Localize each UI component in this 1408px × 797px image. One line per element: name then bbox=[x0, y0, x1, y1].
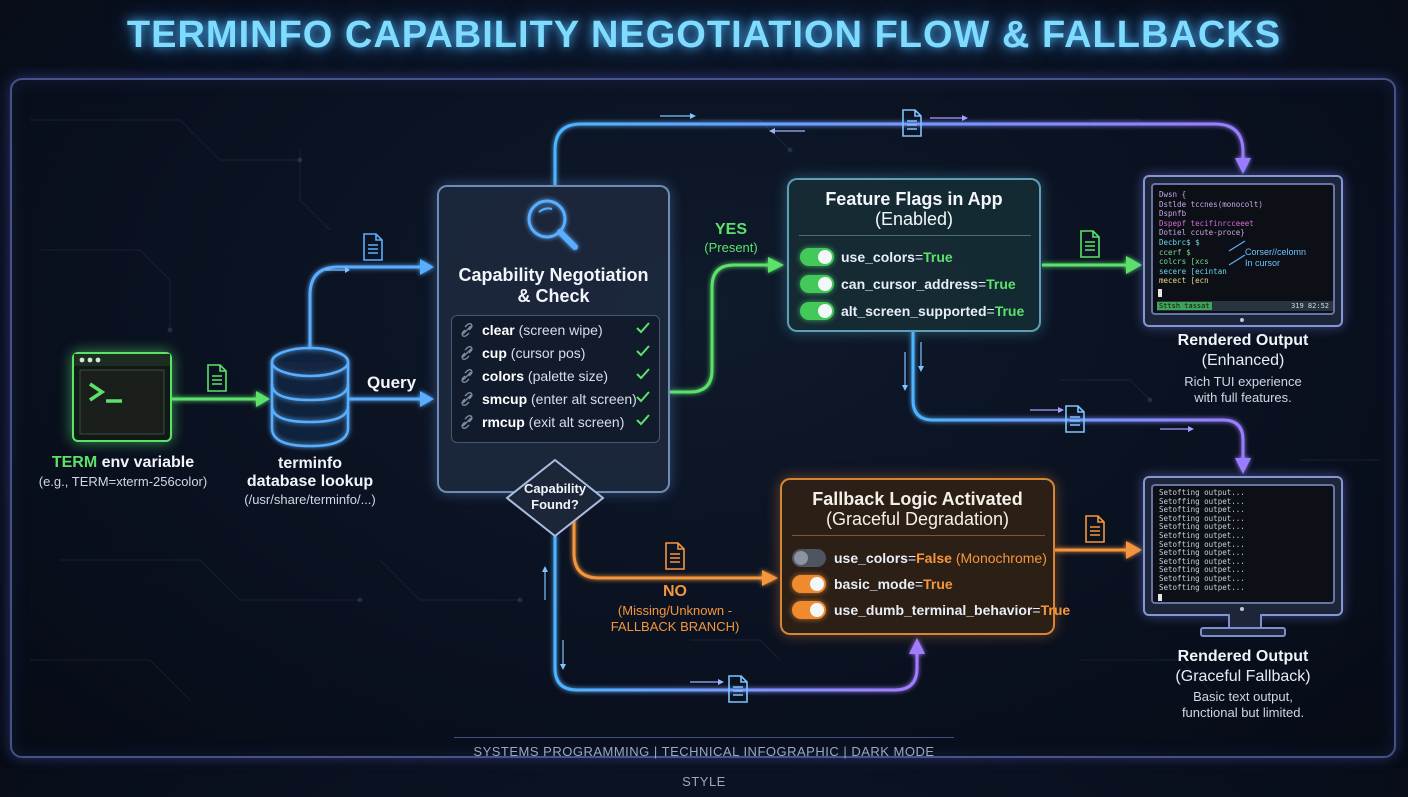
check-icon bbox=[635, 412, 651, 431]
enhanced-monitor: Dwsn { Dstlde tccnes(monocolt) Dspnfb Ds… bbox=[1143, 175, 1343, 327]
link-icon bbox=[460, 415, 474, 432]
toggle-switch[interactable] bbox=[800, 275, 834, 293]
flag-row: use_colors=False (Monochrome) bbox=[834, 550, 1047, 566]
magnifier-icon bbox=[527, 199, 578, 250]
footer-text: SYSTEMS PROGRAMMING | TECHNICAL INFOGRAP… bbox=[473, 744, 935, 789]
decision-diamond: Capability Found? bbox=[505, 458, 605, 538]
toggle-switch[interactable] bbox=[792, 601, 826, 619]
check-icon bbox=[635, 389, 651, 408]
decision-line1: Capability bbox=[523, 481, 587, 496]
enhanced-screen-text: Dwsn { Dstlde tccnes(monocolt) Dspnfb Ds… bbox=[1159, 190, 1263, 286]
query-label: Query bbox=[367, 373, 417, 392]
fallback-output-title: Rendered Output bbox=[1177, 648, 1309, 665]
document-icons bbox=[207, 109, 1105, 703]
flag-row: basic_mode=True bbox=[834, 576, 953, 592]
capability-list: clear (screen wipe) cup (cursor pos) col… bbox=[451, 315, 660, 443]
diagram-frame bbox=[10, 78, 1396, 758]
fallback-title: Fallback Logic Activated (Graceful Degra… bbox=[812, 489, 1023, 529]
link-icon bbox=[460, 346, 474, 363]
term-label: TERM env variable bbox=[51, 454, 195, 471]
no-sublabel-2: FALLBACK BRANCH) bbox=[610, 619, 740, 634]
check-icon bbox=[635, 343, 651, 362]
feature-flags-title: Feature Flags in App (Enabled) bbox=[825, 189, 1003, 229]
toggle-switch[interactable] bbox=[800, 302, 834, 320]
fallback-screen: Setofting output... Setoffing outpet... … bbox=[1151, 484, 1335, 604]
check-icon bbox=[635, 366, 651, 385]
toggle-switch[interactable] bbox=[792, 575, 826, 593]
enhanced-desc-1: Rich TUI experience bbox=[1184, 374, 1302, 389]
no-sublabel-1: (Missing/Unknown - bbox=[617, 603, 733, 618]
terminal-icon bbox=[72, 352, 172, 442]
decision-line2: Found? bbox=[531, 497, 579, 512]
enhanced-title: Rendered Output bbox=[1177, 332, 1309, 349]
flag-row: use_colors=True bbox=[841, 249, 953, 265]
enhanced-subtitle: (Enhanced) bbox=[1201, 352, 1285, 369]
enhanced-desc-2: with full features. bbox=[1194, 390, 1292, 405]
yes-label: YES bbox=[714, 221, 747, 238]
flow-connectors bbox=[30, 109, 1380, 703]
link-icon bbox=[460, 369, 474, 386]
toggle-switch[interactable] bbox=[800, 248, 834, 266]
no-label: NO bbox=[663, 583, 687, 600]
status-bar: Sttsh tassat 319 82:52 bbox=[1157, 301, 1333, 311]
cursor-block bbox=[1158, 289, 1162, 297]
db-label-line2: database lookup bbox=[246, 473, 374, 490]
monitor-base bbox=[1200, 627, 1286, 637]
flag-row: alt_screen_supported=True bbox=[841, 303, 1025, 319]
cursor-block bbox=[1158, 594, 1162, 601]
fallback-output-desc-2: functional but limited. bbox=[1181, 705, 1305, 720]
capability-negotiation-panel: Capability Negotiation & Check clear (sc… bbox=[437, 185, 670, 493]
negotiation-title: Capability Negotiation & Check bbox=[458, 265, 649, 306]
page-title: TERMINFO CAPABILITY NEGOTIATION FLOW & F… bbox=[126, 14, 1282, 56]
capability-item: colors (palette size) bbox=[460, 366, 655, 388]
footer-rule bbox=[454, 737, 954, 762]
fallback-monitor: Setofting output... Setoffing outpet... … bbox=[1143, 476, 1343, 616]
check-icon bbox=[635, 320, 651, 339]
enhanced-screen: Dwsn { Dstlde tccnes(monocolt) Dspnfb Ds… bbox=[1151, 183, 1335, 315]
cursor-annotation: Corser//celomn In cursor bbox=[1245, 247, 1307, 268]
divider bbox=[792, 535, 1045, 536]
database-icon bbox=[270, 346, 350, 448]
yes-sublabel: (Present) bbox=[704, 240, 758, 255]
capability-item: cup (cursor pos) bbox=[460, 343, 655, 365]
fallback-output-subtitle: (Graceful Fallback) bbox=[1175, 668, 1311, 685]
feature-flags-panel: Feature Flags in App (Enabled) use_color… bbox=[787, 178, 1041, 332]
capability-item: clear (screen wipe) bbox=[460, 320, 655, 342]
flag-row: can_cursor_address=True bbox=[841, 276, 1016, 292]
term-example: (e.g., TERM=xterm-256color) bbox=[38, 474, 208, 489]
toggle-switch[interactable] bbox=[792, 549, 826, 567]
link-icon bbox=[460, 392, 474, 409]
capability-item: rmcup (exit alt screen) bbox=[460, 412, 655, 434]
db-label-line1: terminfo bbox=[278, 455, 342, 472]
flag-row: use_dumb_terminal_behavior=True bbox=[834, 602, 1071, 618]
link-icon bbox=[460, 323, 474, 340]
monitor-stand bbox=[1228, 614, 1262, 628]
fallback-logic-panel: Fallback Logic Activated (Graceful Degra… bbox=[780, 478, 1070, 635]
fallback-screen-text: Setofting output... Setoffing outpet... … bbox=[1159, 488, 1245, 592]
capability-item: smcup (enter alt screen) bbox=[460, 389, 655, 411]
fallback-output-desc-1: Basic text output, bbox=[1193, 689, 1293, 704]
divider bbox=[799, 235, 1031, 236]
db-path: (/usr/share/terminfo/...) bbox=[244, 492, 376, 507]
